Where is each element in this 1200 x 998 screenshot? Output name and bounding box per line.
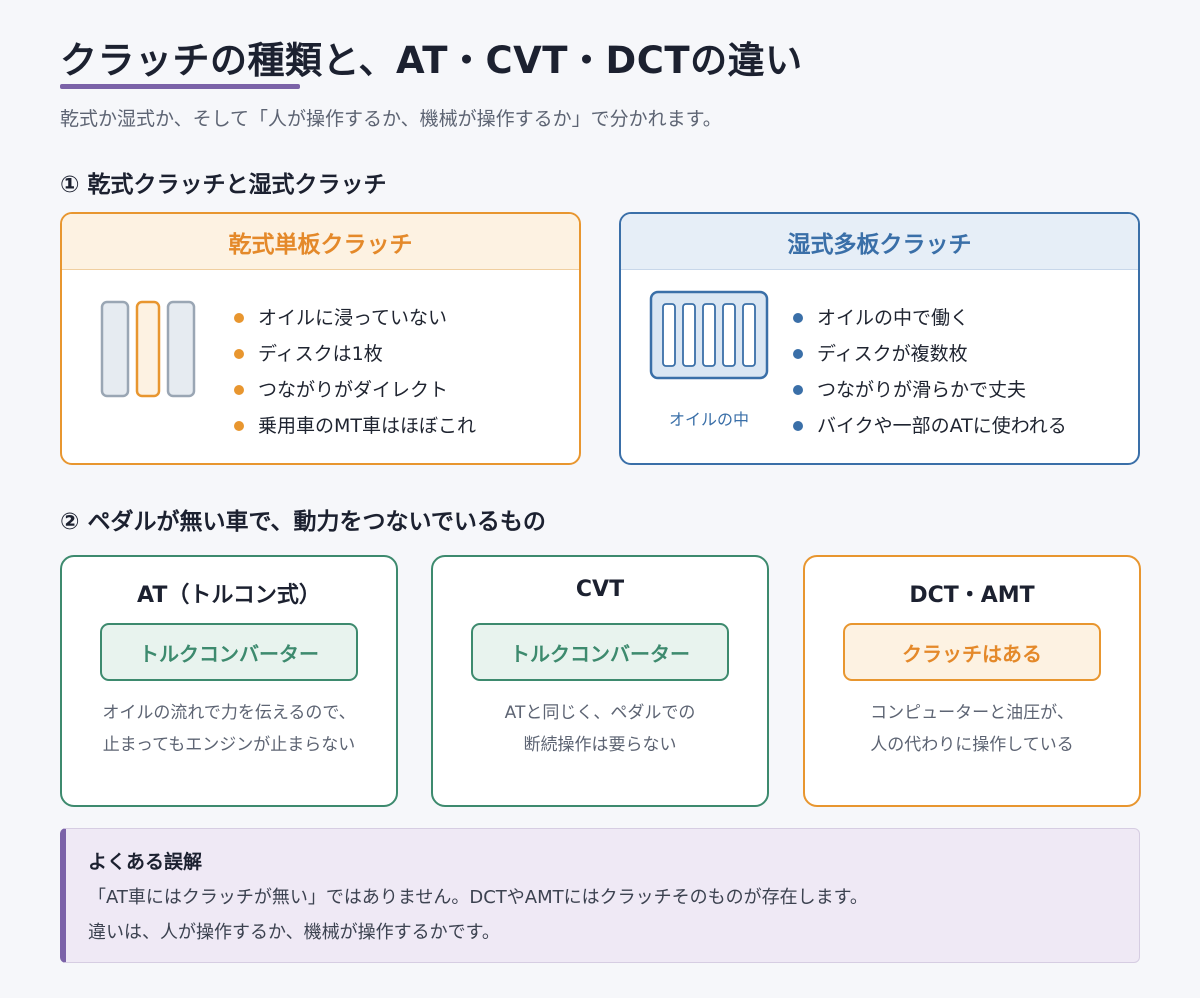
list-item: ディスクは1枚 <box>234 336 476 372</box>
bullet-dot <box>234 349 244 359</box>
at-description: オイルの流れで力を伝えるので、 止まってもエンジンが止まらない <box>102 703 356 755</box>
bullet-dot <box>793 421 803 431</box>
single-plate-clutch-icon <box>100 300 196 398</box>
note-line: 「AT車にはクラッチが無い」ではありません。DCTやAMTにはクラッチそのものが… <box>88 887 868 908</box>
wet-clutch-title: 湿式多板クラッチ <box>621 214 1138 270</box>
dct-amt-card: DCT・AMT クラッチはある コンピューターと油圧が、 人の代わりに操作してい… <box>803 555 1141 807</box>
dct-amt-badge: クラッチはある <box>843 623 1101 681</box>
dry-clutch-features: オイルに浸っていない ディスクは1枚 つながりがダイレクト 乗用車のMT車はほぼ… <box>234 300 476 444</box>
cvt-description: ATと同じく、ペダルでの 断続操作は要らない <box>504 703 696 755</box>
note-line: 違いは、人が操作するか、機械が操作するかです。 <box>88 922 500 943</box>
bullet-dot <box>234 421 244 431</box>
bullet-dot <box>793 385 803 395</box>
at-title: AT（トルコン式） <box>137 583 321 608</box>
cvt-title: CVT <box>575 577 625 602</box>
list-item: オイルの中で働く <box>793 300 1067 336</box>
multi-plate-oil-bath-icon <box>649 290 769 380</box>
page-title: クラッチの種類と、AT・CVT・DCTの違い <box>60 39 803 82</box>
bullet-dot <box>234 385 244 395</box>
dry-clutch-title: 乾式単板クラッチ <box>62 214 579 270</box>
cvt-card: CVT トルクコンバーター ATと同じく、ペダルでの 断続操作は要らない <box>431 555 769 807</box>
dct-amt-title: DCT・AMT <box>909 583 1035 608</box>
bullet-dot <box>793 313 803 323</box>
list-item: 乗用車のMT車はほぼこれ <box>234 408 476 444</box>
dct-amt-description: コンピューターと油圧が、 人の代わりに操作している <box>870 703 1074 755</box>
list-item: つながりがダイレクト <box>234 372 476 408</box>
note-title: よくある誤解 <box>88 851 203 873</box>
section-heading-clutch-types: ① 乾式クラッチと湿式クラッチ <box>60 172 387 198</box>
page-subtitle: 乾式か湿式か、そして「人が操作するか、機械が操作するか」で分かれます。 <box>60 108 722 130</box>
title-underline <box>60 84 300 89</box>
list-item: つながりが滑らかで丈夫 <box>793 372 1067 408</box>
cvt-badge: トルクコンバーター <box>471 623 729 681</box>
misconception-note: よくある誤解 「AT車にはクラッチが無い」ではありません。DCTやAMTにはクラ… <box>60 828 1140 963</box>
oil-bath-label: オイルの中 <box>668 410 749 429</box>
at-badge: トルクコンバーター <box>100 623 358 681</box>
wet-clutch-card: 湿式多板クラッチ オイルの中 オイルの中で働く ディスクが複数枚 つながりが滑ら… <box>619 212 1140 465</box>
bullet-dot <box>793 349 803 359</box>
list-item: バイクや一部のATに使われる <box>793 408 1067 444</box>
dry-clutch-card: 乾式単板クラッチ オイルに浸っていない ディスクは1枚 つながりがダイレクト 乗… <box>60 212 581 465</box>
at-card: AT（トルコン式） トルクコンバーター オイルの流れで力を伝えるので、 止まって… <box>60 555 398 807</box>
section-heading-pedalless: ② ペダルが無い車で、動力をつないでいるもの <box>60 509 546 535</box>
list-item: ディスクが複数枚 <box>793 336 1067 372</box>
wet-clutch-features: オイルの中で働く ディスクが複数枚 つながりが滑らかで丈夫 バイクや一部のATに… <box>793 300 1067 444</box>
bullet-dot <box>234 313 244 323</box>
list-item: オイルに浸っていない <box>234 300 476 336</box>
